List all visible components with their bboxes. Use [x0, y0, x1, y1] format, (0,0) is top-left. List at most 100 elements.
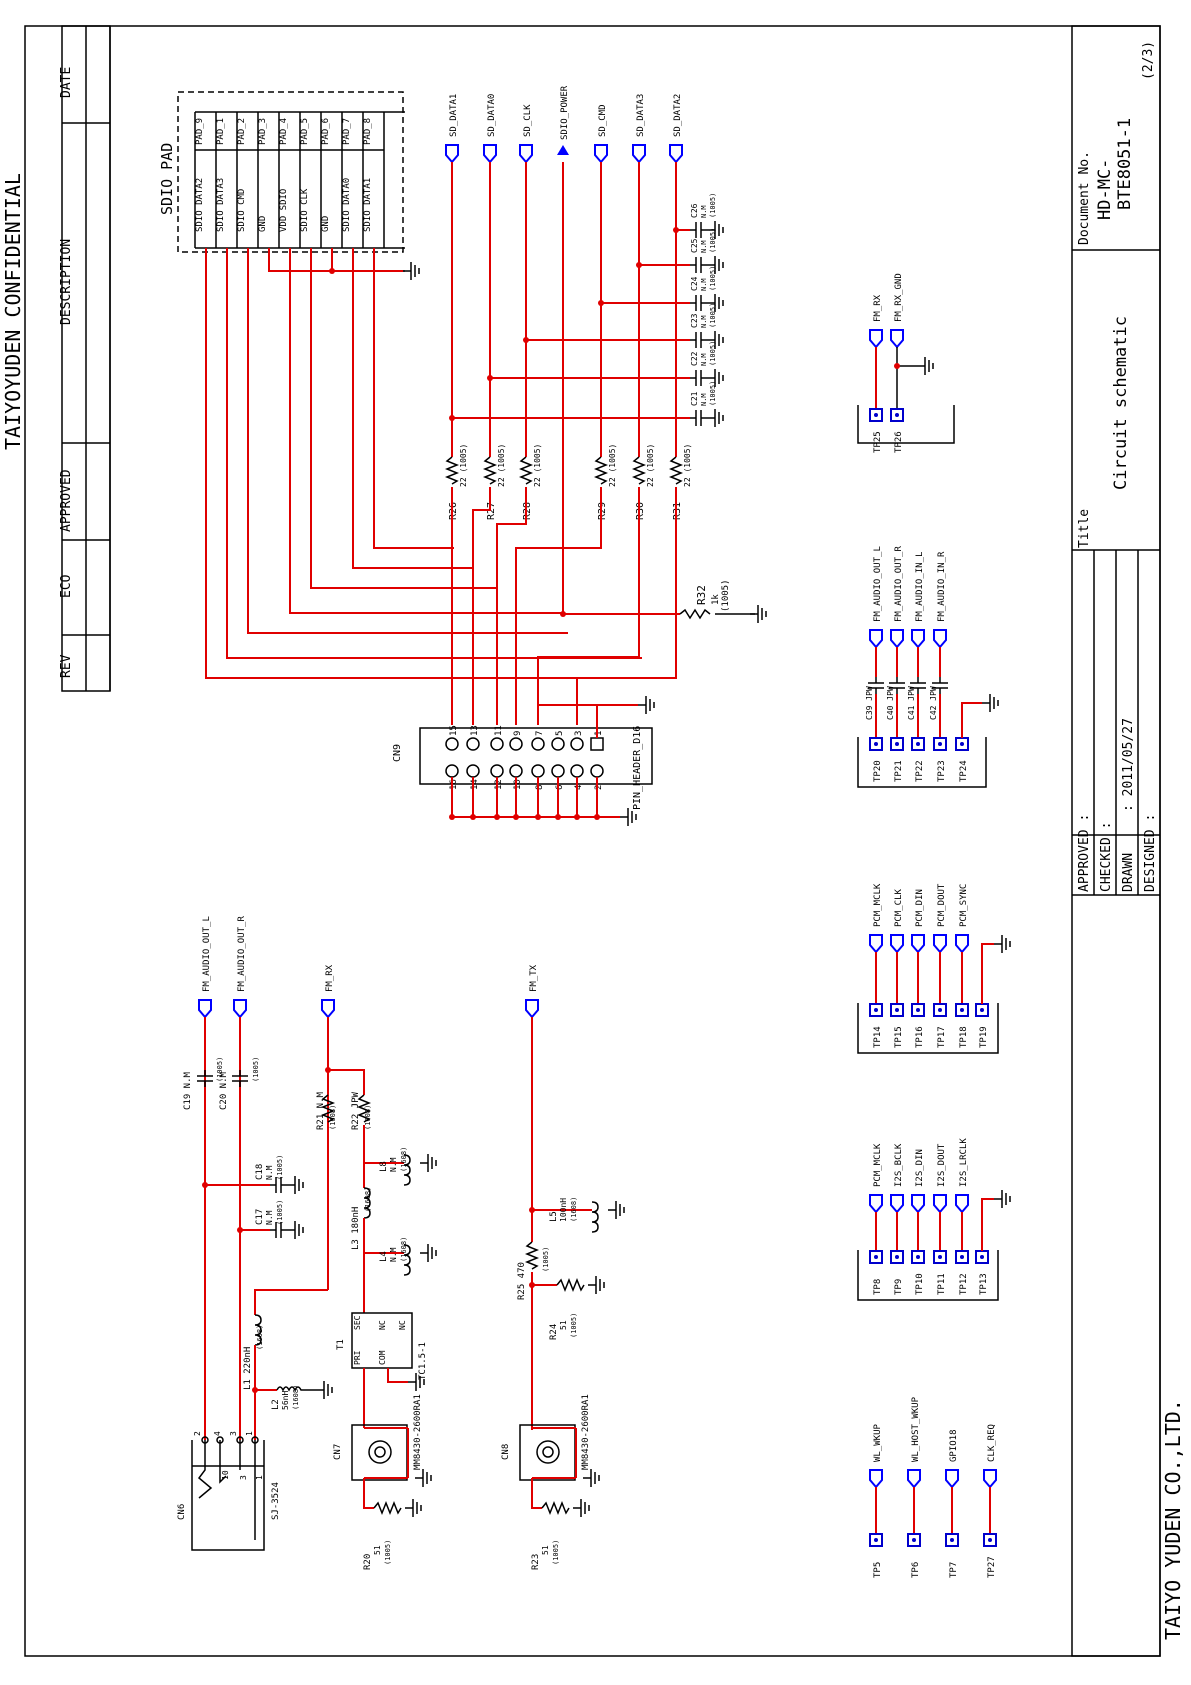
- sd-resistor-ref: R30: [635, 502, 646, 520]
- sd-port-port-flag: [483, 144, 497, 164]
- drawn-date: : 2011/05/27: [1121, 718, 1136, 812]
- sd-port-port-flag: [632, 144, 646, 164]
- sdio-row-pad: PAD_5: [300, 118, 310, 145]
- tp26-dot: [895, 413, 899, 417]
- sdio-row-name: GND: [258, 216, 268, 232]
- l5-pkg: (1608): [570, 1197, 578, 1222]
- cn9-gnd-top: [538, 704, 638, 738]
- sd-resistor-ref: R28: [522, 502, 533, 520]
- ground-icon: [583, 1469, 600, 1487]
- l5-inductor: [591, 1201, 599, 1233]
- ground-icon: [408, 1373, 425, 1391]
- pcm-tp-label: TP16: [915, 1026, 925, 1048]
- cn8-coax-inner: [542, 1446, 554, 1458]
- r24-ref: R24: [549, 1324, 559, 1340]
- wire-data2: [205, 248, 676, 679]
- t1-sec: SEC: [353, 1315, 362, 1330]
- wire-data3: [226, 248, 642, 659]
- r23-ref: R23: [531, 1554, 541, 1570]
- cn7-part: MM8430-2600RA1: [413, 1394, 423, 1470]
- junction-dot: [673, 227, 679, 233]
- pcm-tp-label: TP14: [873, 1026, 883, 1048]
- r22: [356, 1094, 372, 1123]
- r21-pkg: (1608): [329, 1105, 337, 1130]
- fm-rx-label: FM_RX: [873, 294, 883, 322]
- t1-com: COM: [378, 1350, 387, 1365]
- cn6-pin: 3: [239, 1475, 248, 1480]
- fm-audio-port-flag: [890, 629, 904, 649]
- i2s-port-flag: [911, 1194, 925, 1214]
- l5-value: 100nH: [559, 1198, 568, 1222]
- l1-label: L1 220nH: [243, 1347, 253, 1390]
- l2-value: 56nH: [281, 1391, 290, 1410]
- cn9-pin-top: [445, 737, 459, 751]
- fm-tx-chain-label: FM_TX: [529, 964, 539, 992]
- r21-label: R21 N.M: [316, 1091, 326, 1130]
- sdio-row-name: SDIO CLK: [300, 188, 310, 232]
- ground-icon: [707, 294, 724, 312]
- r25: [524, 1241, 540, 1270]
- junction-dot: [487, 375, 493, 381]
- ground-icon: [620, 808, 637, 826]
- sdio-row-pad: PAD_7: [342, 118, 352, 145]
- c19-label: C19 N.M: [183, 1071, 193, 1110]
- cn8-part: MM8430-2600RA1: [581, 1394, 591, 1470]
- sd-capacitor: [690, 295, 707, 311]
- tp13-label: TP13: [979, 1273, 989, 1295]
- wake-tp-dot: [988, 1538, 992, 1542]
- pcm-tp-dot: [874, 1008, 878, 1012]
- sdio-row-pad: PAD_3: [258, 118, 268, 145]
- c19-pkg: (1005): [216, 1057, 224, 1082]
- tp25-label: TP25: [873, 431, 883, 453]
- t1-com-gnd: [387, 1368, 408, 1383]
- t1-body: [351, 1312, 413, 1369]
- sd-port-port-flag: [594, 144, 608, 164]
- sd-cap-pkg: (1005): [709, 381, 717, 406]
- sdio-row-pad: PAD_8: [363, 118, 373, 145]
- fm-rx-gnd-label: FM_RX_GND: [894, 273, 904, 322]
- tp19-label: TP19: [979, 1026, 989, 1048]
- cn9-pin-bottom: [490, 764, 504, 778]
- t1-nc-a: NC: [378, 1320, 387, 1330]
- cn9-pin-num-bottom: 8: [535, 785, 545, 790]
- i2s-label: I2S_LRCLK: [959, 1138, 969, 1187]
- wake-port-flag: [869, 1469, 883, 1489]
- c17: [270, 1222, 287, 1238]
- cn9-pin-bottom: [466, 764, 480, 778]
- cn6-pin: 3: [229, 1431, 238, 1436]
- r20-wire: [363, 1493, 374, 1509]
- sd-cap-pkg: (1005): [709, 266, 717, 291]
- fm-audio-label: FM_AUDIO_OUT_R: [894, 546, 904, 622]
- sd-port-label: SD_DATA3: [636, 94, 646, 137]
- ground-icon: [917, 357, 934, 375]
- cn9-pin-bottom: [445, 764, 459, 778]
- sd-cap-ref: C25: [690, 238, 699, 253]
- ground-icon: [707, 409, 724, 427]
- approved-label: APPROVED :: [1077, 814, 1092, 892]
- fm-audio-cap: [932, 677, 948, 694]
- sd-resistor-ref: R29: [597, 502, 608, 520]
- cn6-pin: 10: [221, 1470, 230, 1480]
- sdio-row-name: SDIO CMD: [237, 189, 247, 232]
- l1-inductor: [254, 1314, 262, 1346]
- r22-pkg: (1608): [364, 1105, 372, 1130]
- cn6-body: [191, 1440, 265, 1551]
- i2s-tp-label: TP12: [959, 1273, 969, 1295]
- sd-cap-pkg: (1005): [709, 193, 717, 218]
- i2s-port-flag: [933, 1194, 947, 1214]
- cn9-pin-num-top: 7: [535, 731, 545, 736]
- cn9-pin-num-bottom: 4: [574, 785, 584, 790]
- pcm-port-flag: [955, 934, 969, 954]
- l3-pkg: (1608): [364, 1187, 372, 1212]
- sd-cap-value: N.M: [700, 205, 708, 218]
- wake-label: WL_WKUP: [873, 1423, 883, 1462]
- sdio-row-name: GND: [321, 216, 331, 232]
- cn9-pin-bottom: [531, 764, 545, 778]
- l4-inductor: [403, 1244, 411, 1276]
- junction-dot: [252, 1387, 258, 1393]
- tp24-label: TP24: [959, 760, 969, 782]
- ground-icon: [638, 696, 655, 714]
- sd-port-label: SD_DATA0: [487, 94, 497, 137]
- sd-resistor: [668, 456, 684, 485]
- r32-value: 1k: [711, 594, 721, 605]
